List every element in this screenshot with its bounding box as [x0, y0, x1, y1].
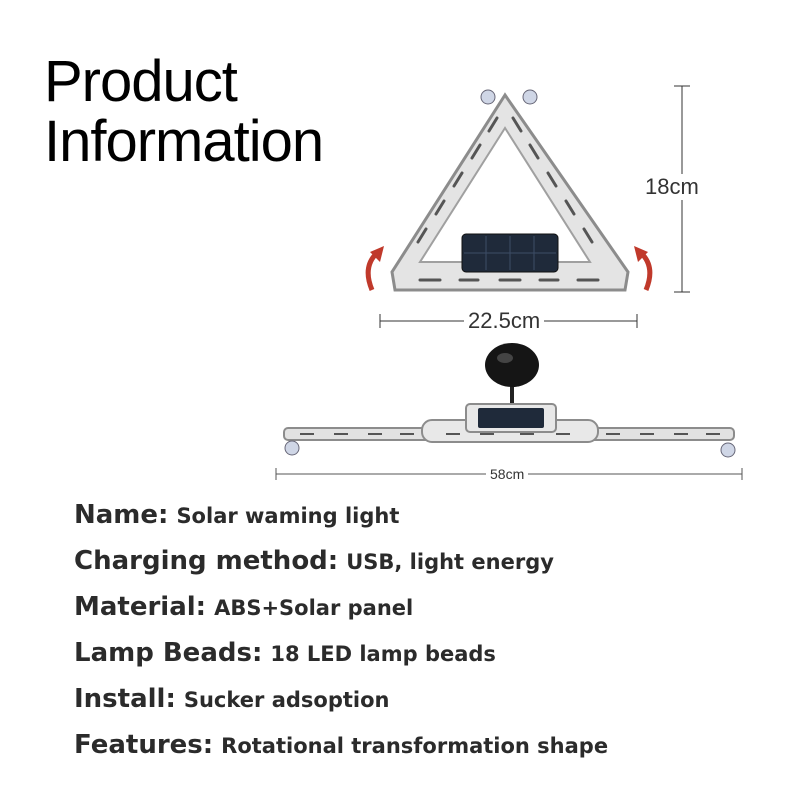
title-line-2: Information: [44, 109, 324, 174]
spec-row-install: Install: Sucker adsoption: [74, 684, 774, 730]
height-label: 18cm: [645, 174, 699, 200]
spec-list: Name: Solar waming light Charging method…: [74, 500, 774, 776]
spec-key: Name:: [74, 500, 169, 530]
spec-row-name: Name: Solar waming light: [74, 500, 774, 546]
spec-value: Rotational transformation shape: [221, 734, 609, 758]
length-label: 58cm: [486, 466, 529, 482]
spec-key: Install:: [74, 684, 176, 714]
spec-row-material: Material: ABS+Solar panel: [74, 592, 774, 638]
spec-key: Lamp Beads:: [74, 638, 263, 668]
width-label: 22.5cm: [464, 308, 545, 334]
spec-key: Features:: [74, 730, 214, 760]
spec-value: USB, light energy: [346, 550, 554, 574]
bar-light-illustration: [283, 343, 736, 458]
spec-key: Material:: [74, 592, 207, 622]
title-line-1: Product: [44, 49, 238, 114]
spec-row-features: Features: Rotational transformation shap…: [74, 730, 774, 776]
spec-row-charging: Charging method: USB, light energy: [74, 546, 774, 592]
spec-value: Sucker adsoption: [183, 688, 390, 712]
spec-value: 18 LED lamp beads: [270, 642, 496, 666]
spec-value: Solar waming light: [176, 504, 400, 528]
page-title: Product Information: [44, 49, 324, 174]
spec-value: ABS+Solar panel: [214, 596, 414, 620]
triangle-light-illustration: [365, 89, 653, 292]
spec-row-lamp-beads: Lamp Beads: 18 LED lamp beads: [74, 638, 774, 684]
spec-key: Charging method:: [74, 546, 339, 576]
